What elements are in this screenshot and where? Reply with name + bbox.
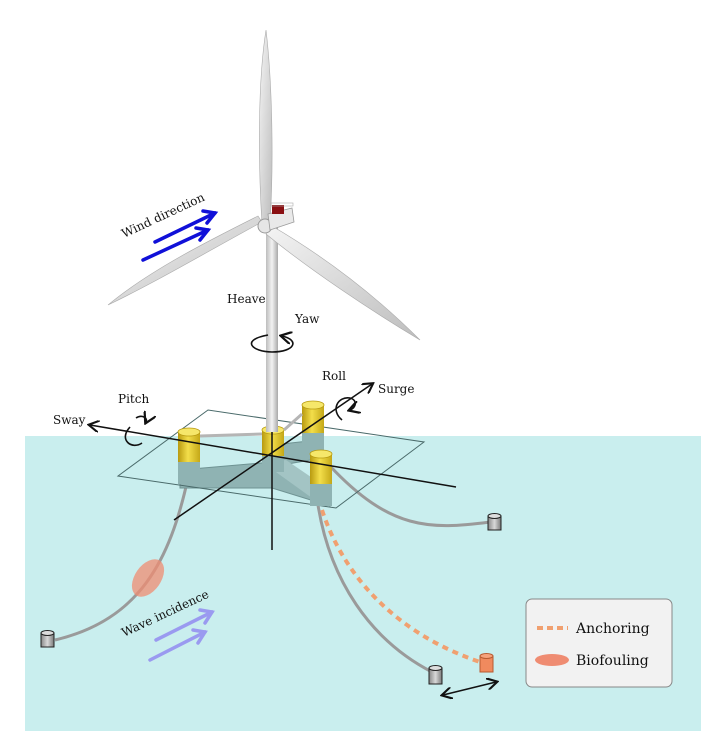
roll-rotation	[335, 397, 355, 421]
mooring-line-right	[328, 464, 491, 528]
biofouling-patch	[131, 559, 165, 597]
anchor-displaced	[479, 653, 494, 673]
wind-direction-arrows	[141, 209, 219, 262]
surge-axis	[173, 384, 372, 521]
turbine-rotor	[107, 29, 421, 341]
brace-left	[199, 432, 263, 438]
legend-box	[525, 598, 673, 688]
column-left	[177, 427, 201, 484]
roll-label: Roll	[322, 369, 346, 383]
pitch-rotation	[124, 416, 146, 447]
wave-incidence-arrows	[148, 608, 215, 662]
anchor-front	[428, 665, 443, 685]
turbine-tower	[266, 226, 278, 432]
anchor-displacement-arrow	[443, 682, 496, 695]
column-center	[261, 425, 285, 472]
column-back	[301, 400, 325, 450]
yaw-rotation	[250, 335, 294, 353]
anchor-right	[487, 513, 502, 531]
mooring-line-front	[316, 504, 433, 674]
column-front	[309, 449, 333, 506]
blade-left	[107, 215, 263, 306]
heave-label: Heave	[227, 292, 266, 306]
blade-right	[265, 225, 421, 341]
legend-biofouling-swatch	[535, 654, 569, 666]
sway-axis	[90, 425, 457, 488]
anchoring-line	[320, 509, 481, 664]
rotation-indicators	[124, 335, 355, 447]
yaw-label: Yaw	[294, 312, 320, 326]
wind-direction-label: Wind direction	[119, 190, 207, 241]
pitch-label: Pitch	[118, 392, 149, 406]
anchor-left	[40, 630, 55, 648]
sway-label: Sway	[53, 413, 86, 427]
legend: Anchoring Biofouling	[525, 598, 673, 688]
nacelle	[267, 202, 295, 231]
surge-label: Surge	[378, 382, 414, 396]
brace-back	[283, 412, 303, 432]
legend-anchoring-label: Anchoring	[575, 621, 650, 637]
blade-top	[259, 29, 273, 225]
legend-biofouling-label: Biofouling	[576, 653, 649, 669]
